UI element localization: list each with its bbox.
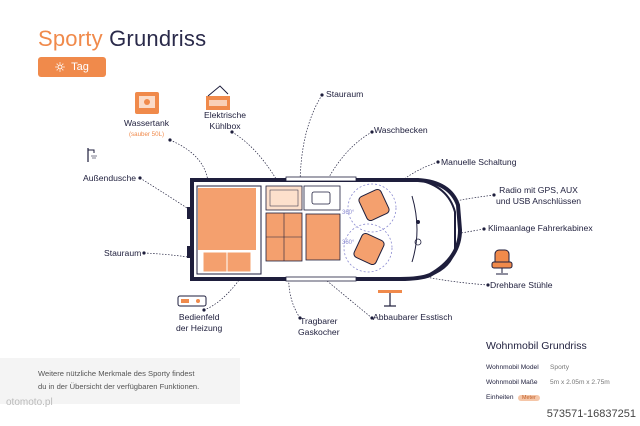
table: [305, 213, 341, 261]
leader-dots: [138, 93, 496, 320]
swivel-chair-icon: [491, 249, 513, 275]
rotation-rings: [343, 183, 397, 273]
specs-title: Wohnmobil Grundriss: [486, 340, 587, 352]
title-accent: Sporty: [38, 26, 103, 51]
kuehlbox-line2: Kühlbox: [209, 121, 241, 131]
spec-size-value: 5m x 2.05m x 2.75m: [550, 379, 610, 386]
label-waschbecken: Waschbecken: [374, 125, 428, 135]
label-gaskocher: Tragbarer Gaskocher: [298, 316, 340, 338]
gaskocher-line2: Gaskocher: [298, 327, 340, 337]
spec-model-value: Sporty: [550, 364, 570, 371]
rotation-label-2: 360°: [342, 240, 355, 246]
info-line1: Weitere nützliche Merkmale des Sporty fi…: [38, 369, 195, 378]
info-line2: du in der Übersicht der verfügbaren Funk…: [38, 382, 200, 391]
listing-code: 573571-16837251: [546, 408, 636, 420]
label-dusche: Außendusche: [83, 173, 137, 183]
spec-row-units: Einheiten Meter: [486, 394, 540, 401]
heater-panel-icon: [177, 295, 207, 307]
label-esstisch: Abbaubarer Esstisch: [373, 312, 453, 322]
label-bedienfeld: Bedienfeld der Heizung: [176, 312, 222, 334]
shower-icon: [87, 148, 97, 162]
sink-unit: [303, 185, 341, 211]
sun-icon: [55, 62, 65, 72]
water-tank-icon: [135, 92, 159, 114]
wassertank-text: Wassertank: [124, 118, 170, 128]
label-radio: Radio mit GPS, AUX und USB Anschlüssen: [496, 185, 581, 207]
dashboard: [411, 195, 422, 263]
bedienfeld-line2: der Heizung: [176, 323, 223, 333]
label-stauraum-left: Stauraum: [104, 248, 142, 258]
bed: [196, 185, 262, 275]
radio-line1: Radio mit GPS, AUX: [499, 185, 578, 195]
label-stuehle: Drehbare Stühle: [490, 280, 553, 290]
title-rest: Grundriss: [109, 26, 207, 51]
gaskocher-line1: Tragbarer: [300, 316, 338, 326]
spec-size-key: Wohnmobil Maße: [486, 379, 538, 386]
cab-seats: [353, 188, 390, 266]
tag-label: Tag: [71, 61, 89, 73]
label-schaltung: Manuelle Schaltung: [441, 157, 517, 167]
watermark: otomoto.pl: [6, 397, 53, 408]
wassertank-sub: (sauber 50L): [128, 131, 165, 138]
label-stauraum-top: Stauraum: [326, 89, 364, 99]
spec-units-key: Einheiten: [486, 394, 514, 401]
seat-block: [265, 212, 303, 262]
label-kuehlbox: Elektrische Kühlbox: [204, 110, 246, 132]
rotation-label-1: 360°: [342, 210, 355, 216]
radio-line2: und USB Anschlüssen: [496, 196, 582, 206]
spec-row-model: Wohnmobil Model Sporty: [486, 364, 569, 371]
spec-model-key: Wohnmobil Model: [486, 364, 539, 371]
spec-row-size: Wohnmobil Maße 5m x 2.05m x 2.75m: [486, 379, 610, 386]
cooler-box-icon: [206, 85, 230, 110]
page-title: Sporty Grundriss: [38, 26, 206, 52]
label-klima: Klimaanlage Fahrerkabinex: [488, 223, 593, 233]
tag-button[interactable]: Tag: [38, 57, 106, 77]
info-box: Weitere nützliche Merkmale des Sporty fi…: [0, 358, 240, 404]
kuehlbox-line1: Elektrische: [204, 110, 247, 120]
label-wassertank: Wassertank (sauber 50L): [124, 118, 169, 140]
kuehlbox: [265, 185, 303, 211]
table-icon: [378, 290, 402, 307]
bedienfeld-line1: Bedienfeld: [178, 312, 220, 322]
units-pill[interactable]: Meter: [518, 395, 540, 401]
